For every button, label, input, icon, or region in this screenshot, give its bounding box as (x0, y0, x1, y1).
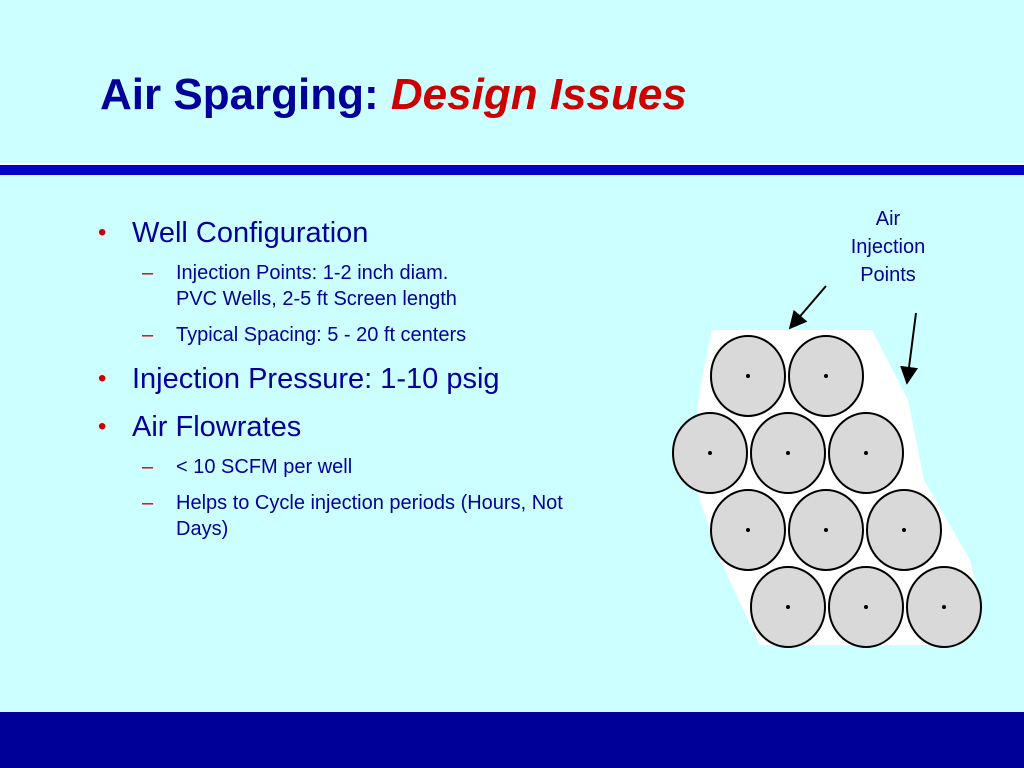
sub-bullet-marker: – (142, 262, 154, 284)
air-injection-points-label: Air Injection Points (850, 208, 926, 286)
title-main: Air Sparging: (100, 70, 391, 119)
sub-bullet-text: Helps to Cycle injection periods (Hours,… (176, 492, 563, 540)
injection-point-dot (864, 605, 868, 609)
arrow-left (788, 285, 827, 330)
sub-list-well-configuration: – Injection Points: 1-2 inch diam. PVC W… (98, 260, 688, 348)
sub-bullet-scfm: – < 10 SCFM per well (98, 454, 688, 480)
injection-point-dot (942, 605, 946, 609)
bullet-marker: • (98, 219, 107, 246)
injection-point-dot (746, 528, 750, 532)
bullet-list: • Well Configuration – Injection Points:… (98, 216, 688, 542)
sub-bullet-typical-spacing: – Typical Spacing: 5 - 20 ft centers (98, 322, 688, 348)
bullet-text: Air Flowrates (132, 411, 302, 443)
bullet-marker: • (98, 365, 107, 392)
sub-bullet-text: Injection Points: 1-2 inch diam. PVC Wel… (176, 262, 457, 310)
sub-bullet-injection-points: – Injection Points: 1-2 inch diam. PVC W… (98, 260, 688, 312)
title-accent: Design Issues (390, 70, 687, 119)
injection-point-dot (824, 528, 828, 532)
injection-point-dot (746, 374, 750, 378)
bullet-text: Well Configuration (132, 217, 369, 249)
title-divider (0, 163, 1024, 175)
sub-bullet-cycle-injection: – Helps to Cycle injection periods (Hour… (98, 490, 688, 542)
footer-bar (0, 712, 1024, 768)
bullet-marker: • (98, 413, 107, 440)
bullet-well-configuration: • Well Configuration (98, 216, 688, 250)
injection-point-dot (902, 528, 906, 532)
sub-bullet-marker: – (142, 324, 154, 346)
injection-point-dot (786, 451, 790, 455)
injection-point-dot (864, 451, 868, 455)
slide-title: Air Sparging: Design Issues (100, 70, 687, 120)
sub-bullet-marker: – (142, 456, 154, 478)
sub-bullet-text: < 10 SCFM per well (176, 456, 353, 478)
injection-point-dot (824, 374, 828, 378)
sub-list-air-flowrates: – < 10 SCFM per well – Helps to Cycle in… (98, 454, 688, 542)
arrow-right (900, 312, 918, 385)
injection-well-grid (672, 335, 982, 648)
bullet-injection-pressure: • Injection Pressure: 1-10 psig (98, 362, 688, 396)
injection-point-dot (786, 605, 790, 609)
injection-point-dot (708, 451, 712, 455)
sub-bullet-marker: – (142, 492, 154, 514)
bullet-text: Injection Pressure: 1-10 psig (132, 363, 500, 395)
sub-bullet-text: Typical Spacing: 5 - 20 ft centers (176, 324, 467, 346)
bullet-air-flowrates: • Air Flowrates (98, 410, 688, 444)
